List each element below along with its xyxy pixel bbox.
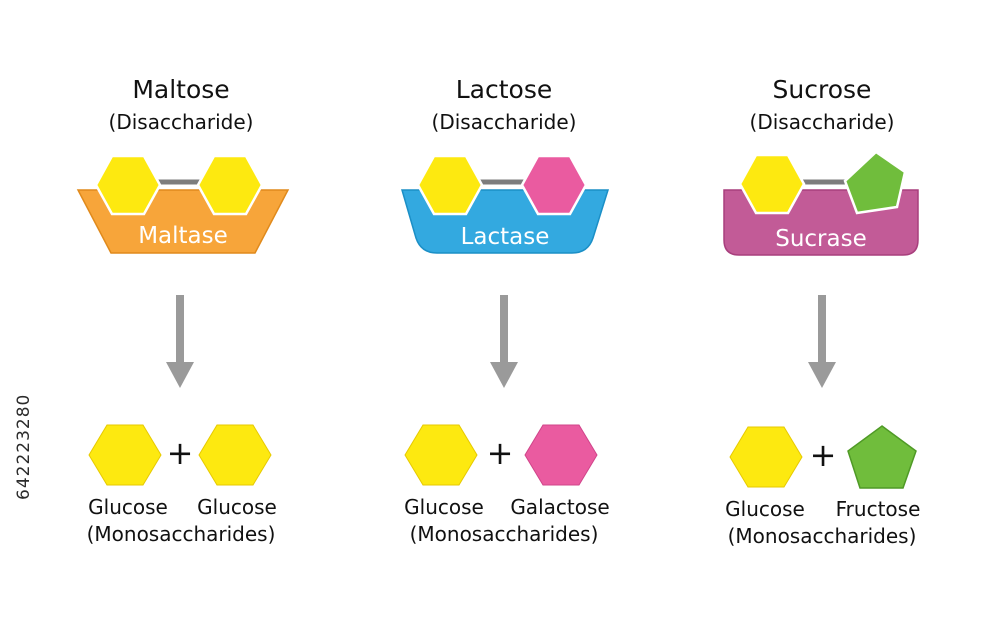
- plus-sign-1: +: [165, 434, 195, 472]
- stock-id-watermark: 642223280: [14, 394, 34, 500]
- monosaccharides-label-1: (Monosaccharides): [61, 522, 301, 546]
- arrow-1: [166, 295, 194, 388]
- monosaccharides-label-3: (Monosaccharides): [702, 524, 942, 548]
- product-glucose-hexagon-2: [405, 425, 477, 485]
- product-label-glucose-1b: Glucose: [187, 495, 287, 519]
- product-label-glucose-1a: Glucose: [78, 495, 178, 519]
- arrow-2: [490, 295, 518, 388]
- lactose-subtitle: (Disaccharide): [384, 110, 624, 134]
- product-label-glucose-2: Glucose: [394, 495, 494, 519]
- lactose-title: Lactose: [384, 75, 624, 104]
- maltose-title: Maltose: [61, 75, 301, 104]
- product-label-glucose-3: Glucose: [715, 497, 815, 521]
- monosaccharides-label-2: (Monosaccharides): [384, 522, 624, 546]
- maltase-label: Maltase: [83, 223, 283, 249]
- lactase-label: Lactase: [405, 224, 605, 250]
- product-fructose-pentagon: [848, 426, 916, 488]
- sucrose-subtitle: (Disaccharide): [702, 110, 942, 134]
- product-glucose-hexagon-3: [730, 427, 802, 487]
- plus-sign-3: +: [808, 436, 838, 474]
- arrow-3: [808, 295, 836, 388]
- sucrose-fructose-pentagon: [845, 152, 905, 213]
- product-glucose-hexagon-1a: [89, 425, 161, 485]
- product-galactose-hexagon: [525, 425, 597, 485]
- plus-sign-2: +: [485, 434, 515, 472]
- product-label-galactose: Galactose: [505, 495, 615, 519]
- sucrose-title: Sucrose: [702, 75, 942, 104]
- product-label-fructose: Fructose: [828, 497, 928, 521]
- maltose-subtitle: (Disaccharide): [61, 110, 301, 134]
- product-glucose-hexagon-1b: [199, 425, 271, 485]
- sucrase-label: Sucrase: [721, 226, 921, 252]
